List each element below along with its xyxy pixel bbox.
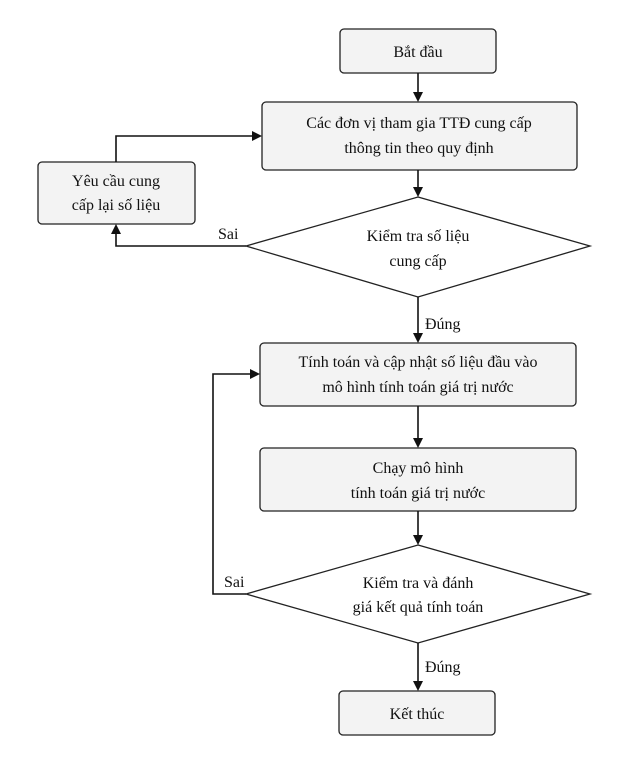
check-result-yes-label: Đúng — [425, 659, 461, 676]
arrow-check-to-request — [111, 224, 246, 247]
provide-info-line-1: Các đơn vị tham gia TTĐ cung cấp — [306, 115, 531, 132]
arrow-start-to-provide — [413, 73, 423, 102]
check-data-yes-label: Đúng — [425, 316, 461, 333]
compute-update-line-2: mô hình tính toán giá trị nước — [322, 379, 513, 396]
arrow-check-to-compute — [413, 297, 423, 343]
check-data-no-label: Sai — [218, 226, 239, 243]
start-node: Bắt đầu — [339, 28, 497, 74]
request-data-node: Yêu cầu cung cấp lại số liệu — [37, 161, 196, 225]
compute-update-line-1: Tính toán và cập nhật số liệu đầu vào — [298, 354, 537, 371]
run-model-line-2: tính toán giá trị nước — [351, 485, 485, 502]
start-node-label: Bắt đầu — [393, 44, 442, 61]
arrow-check-result-to-compute — [212, 369, 260, 595]
run-model-line-1: Chạy mô hình — [373, 460, 464, 477]
check-result-line-1: Kiểm tra và đánh — [363, 575, 474, 592]
provide-info-line-2: thông tin theo quy định — [344, 140, 493, 157]
provide-info-node: Các đơn vị tham gia TTĐ cung cấp thông t… — [261, 101, 578, 171]
check-result-line-2: giá kết quả tính toán — [353, 599, 484, 616]
request-data-line-2: cấp lại số liệu — [72, 197, 160, 214]
check-data-line-2: cung cấp — [389, 253, 446, 270]
request-data-line-1: Yêu cầu cung — [72, 173, 160, 190]
arrow-compute-to-run — [413, 406, 423, 448]
run-model-node: Chạy mô hình tính toán giá trị nước — [259, 447, 577, 512]
end-node-label: Kết thúc — [390, 706, 445, 723]
arrow-run-to-check-result — [413, 511, 423, 545]
compute-update-node: Tính toán và cập nhật số liệu đầu vào mô… — [259, 342, 577, 407]
check-data-line-1: Kiểm tra số liệu — [367, 228, 470, 245]
arrow-provide-to-check — [413, 170, 423, 197]
arrow-request-to-provide — [115, 131, 262, 162]
check-result-decision: Kiểm tra và đánh giá kết quả tính toán — [243, 544, 593, 644]
check-data-decision: Kiểm tra số liệu cung cấp — [243, 196, 593, 298]
end-node: Kết thúc — [338, 690, 496, 736]
arrow-check-result-to-end — [413, 643, 423, 691]
check-result-no-label: Sai — [224, 574, 245, 591]
